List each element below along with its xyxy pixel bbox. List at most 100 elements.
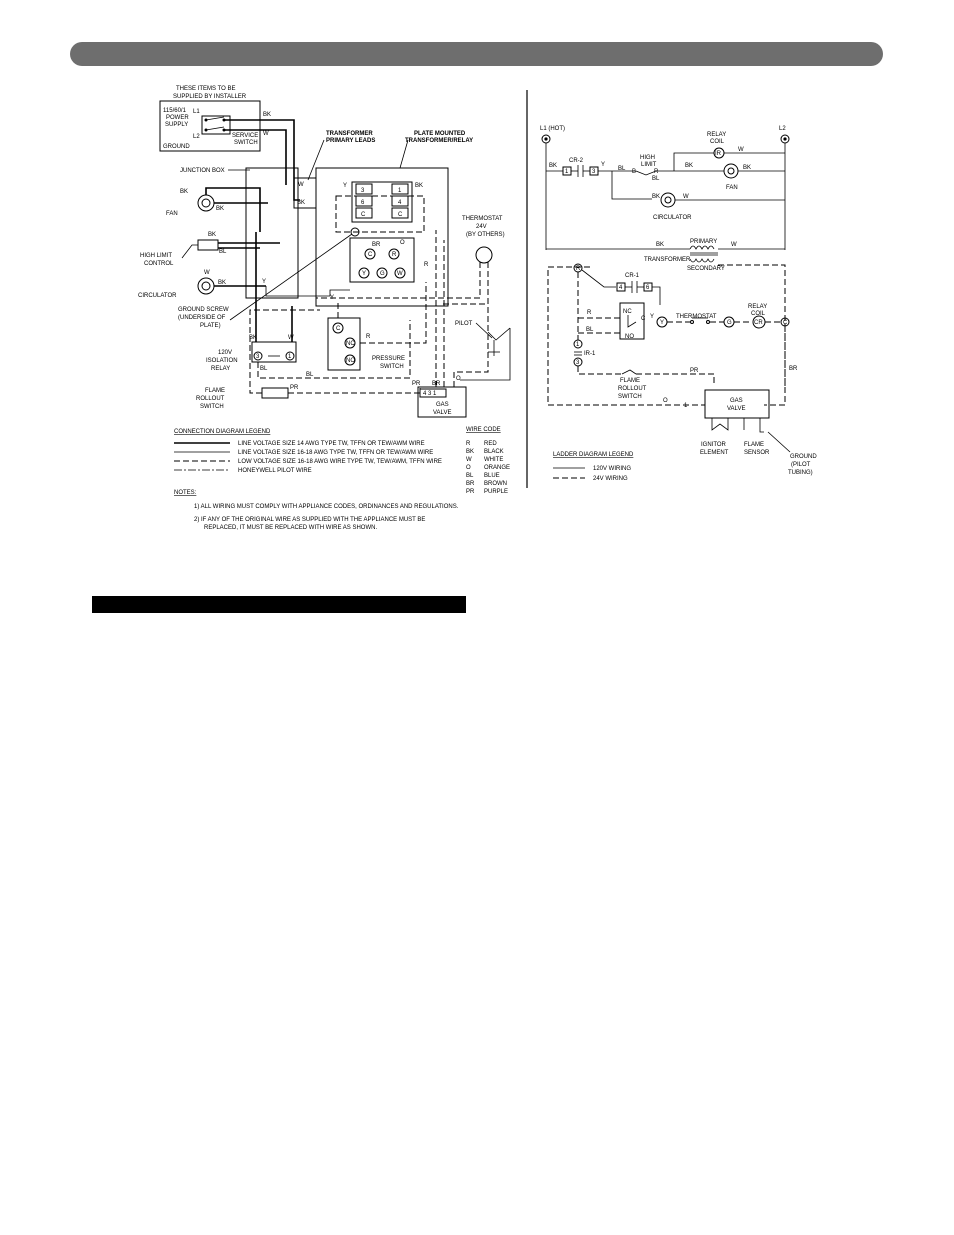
- wire-code-title: WIRE CODE: [466, 427, 501, 433]
- ld-ir-coil: IR: [715, 151, 722, 157]
- term-g: G: [380, 271, 385, 277]
- ld-b: B: [632, 169, 636, 175]
- connection-legend-title: CONNECTION DIAGRAM LEGEND: [174, 429, 271, 435]
- wire-code-color: BROWN: [484, 481, 507, 487]
- thermostat: [475, 246, 493, 264]
- ladder-l2-label: L2: [779, 126, 786, 132]
- term-c: C: [368, 252, 373, 258]
- ground-screw-label2: (UNDERSIDE OF: [178, 315, 226, 321]
- circ-w: W: [204, 270, 210, 276]
- plate-mounted-label2: TRANSFORMER/RELAY: [405, 138, 473, 144]
- term-6: 6: [361, 200, 365, 206]
- note-2b: REPLACED, IT MUST BE REPLACED WITH WIRE …: [204, 525, 377, 531]
- gas-valve-label2: VALVE: [433, 410, 451, 416]
- ladder-ground2: (PILOT: [791, 462, 811, 468]
- ladder-gas-valve: [704, 389, 770, 419]
- ld-y3: Y: [650, 314, 654, 320]
- note-2: 2) IF ANY OF THE ORIGINAL WIRE AS SUPPLI…: [194, 517, 425, 523]
- ladder-high-limit2: LIMIT: [641, 162, 657, 168]
- note-1: 1) ALL WIRING MUST COMPLY WITH APPLIANCE…: [194, 504, 459, 510]
- wiring-diagram: THESE ITEMS TO BE SUPPLIED BY INSTALLER …: [138, 86, 817, 531]
- ld-n1b: 1: [576, 342, 580, 348]
- high-limit-label2: CONTROL: [144, 261, 174, 267]
- thermostat-label2: 24V: [476, 224, 487, 230]
- high-limit-label: HIGH LIMIT: [140, 253, 172, 259]
- ir-1: 1: [288, 354, 292, 360]
- ladder-relay-coil: RELAY: [707, 132, 726, 138]
- ladder-flame-sensor2: SENSOR: [744, 450, 770, 456]
- ladder-flame-rollout: FLAME: [620, 378, 640, 384]
- isolation-relay-label2: ISOLATION: [206, 358, 238, 364]
- service-switch: [201, 115, 231, 135]
- legend-item-3: HONEYWELL PILOT WIRE: [238, 468, 312, 474]
- ld-n4: 4: [619, 285, 623, 291]
- ps-r: R: [366, 334, 371, 340]
- ld-bk5: BK: [656, 242, 664, 248]
- ld-br: BR: [789, 366, 798, 372]
- wire-code-color: ORANGE: [484, 465, 510, 471]
- ld-bk2: BK: [685, 163, 693, 169]
- ladder-ground: GROUND: [790, 454, 817, 460]
- ps-c: C: [336, 326, 341, 332]
- ps-nc: NC: [346, 341, 355, 347]
- junction-box-label: JUNCTION BOX: [180, 168, 225, 174]
- high-limit-switch: [197, 239, 219, 251]
- circulator-symbol: [197, 277, 215, 295]
- wire-br-board: BR: [372, 242, 381, 248]
- flame-rollout-switch: [261, 387, 289, 399]
- tr-w: W: [298, 182, 304, 188]
- fan-label: FAN: [166, 211, 178, 217]
- isolation-relay-label3: RELAY: [211, 366, 230, 372]
- ld-bk4: BK: [652, 194, 660, 200]
- ladder-relay-coil-b: RELAY: [748, 304, 767, 310]
- wire-bl-bottom: BL: [306, 372, 314, 378]
- power-supply-label3: SUPPLY: [165, 122, 188, 128]
- wire-code-color: BLUE: [484, 473, 500, 479]
- thermostat-label3: (BY OTHERS): [466, 232, 505, 238]
- ld-r: R: [576, 266, 581, 272]
- term-y: Y: [362, 271, 366, 277]
- hl-bl: BL: [219, 249, 227, 255]
- gas-valve: [417, 386, 467, 418]
- wire-code-abbr: W: [466, 457, 472, 463]
- installer-box: [159, 100, 261, 152]
- ld-bl3: BL: [586, 327, 594, 333]
- ld-g: G: [727, 320, 732, 326]
- ir-3: 3: [256, 354, 260, 360]
- term-r: R: [392, 252, 397, 258]
- wire-code-color: BLACK: [484, 449, 504, 455]
- wire-code-abbr: BR: [466, 481, 475, 487]
- flame-rollout-label2: ROLLOUT: [196, 396, 225, 402]
- ld-r2: R: [587, 310, 592, 316]
- term-4: 4: [398, 200, 402, 206]
- ld-bk1: BK: [549, 163, 557, 169]
- circulator-label: CIRCULATOR: [138, 293, 177, 299]
- ld-cr: CR: [754, 320, 763, 326]
- wire-y-jb: Y: [262, 279, 266, 285]
- ladder-transformer: TRANSFORMER: [644, 257, 691, 263]
- ladder-fan: FAN: [726, 185, 738, 191]
- relay-block: [351, 181, 413, 223]
- circ-bk: BK: [218, 280, 226, 286]
- ld-w3: W: [731, 242, 737, 248]
- pressure-switch-label: PRESSURE: [372, 356, 405, 362]
- fan-bk: BK: [180, 189, 188, 195]
- legend-item-1: LINE VOLTAGE SIZE 16-18 AWG TYPE TW, TFF…: [238, 450, 433, 456]
- term-w: W: [397, 271, 403, 277]
- notes-title: NOTES:: [174, 490, 197, 496]
- service-switch-label2: SWITCH: [234, 140, 258, 146]
- wire-bk-1: BK: [263, 112, 271, 118]
- transformer-block: [293, 177, 317, 209]
- term-3: 3: [361, 188, 365, 194]
- control-board: [349, 237, 415, 283]
- gv-pr: PR: [412, 381, 421, 387]
- header-bar: [70, 42, 883, 66]
- transformer-primary-label: TRANSFORMER: [326, 131, 373, 137]
- ladder-gas-valve-label: GAS: [730, 398, 743, 404]
- wire-code-color: PURPLE: [484, 489, 508, 495]
- wire-code-abbr: BL: [466, 473, 474, 479]
- isolation-relay-label: 120V: [218, 350, 232, 356]
- ladder-high-limit: HIGH: [640, 155, 655, 161]
- flame-rollout-label: FLAME: [205, 388, 225, 394]
- ld-y2: Y: [660, 320, 664, 326]
